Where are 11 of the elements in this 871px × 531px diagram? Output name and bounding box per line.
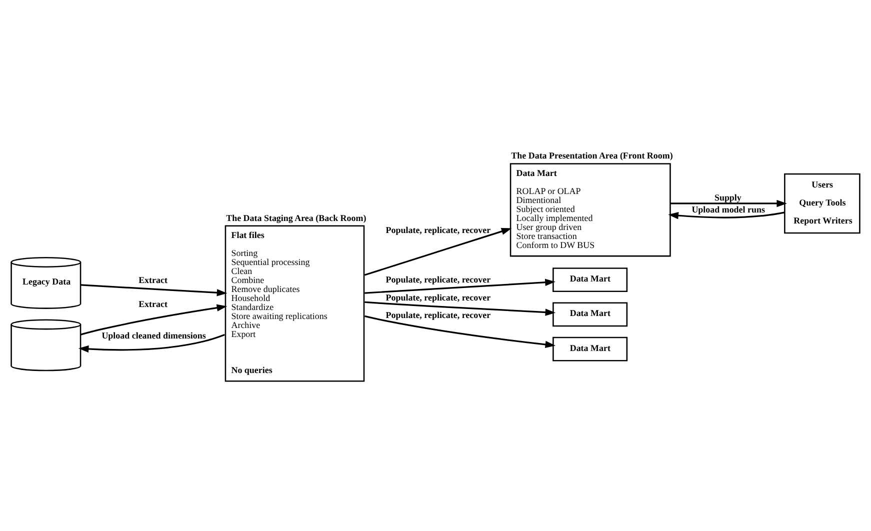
edge-label: Upload model runs (692, 204, 765, 214)
node-label: The Data Presentation Area (Front Room) (511, 150, 673, 160)
edge-label: Extract (138, 274, 168, 285)
edge-label: Populate, replicate, recover (386, 309, 491, 320)
edge-label: Upload cleaned dimensions (102, 330, 206, 340)
edge-label: Extract (138, 298, 168, 308)
edge-label: Populate, replicate, recover (386, 224, 491, 235)
edge-label: Supply (714, 192, 742, 202)
node-label: The Data Staging Area (Back Room) (226, 212, 366, 222)
edge-label: Populate, replicate, recover (386, 274, 491, 284)
edge-label: Populate, replicate, recover (386, 292, 491, 302)
